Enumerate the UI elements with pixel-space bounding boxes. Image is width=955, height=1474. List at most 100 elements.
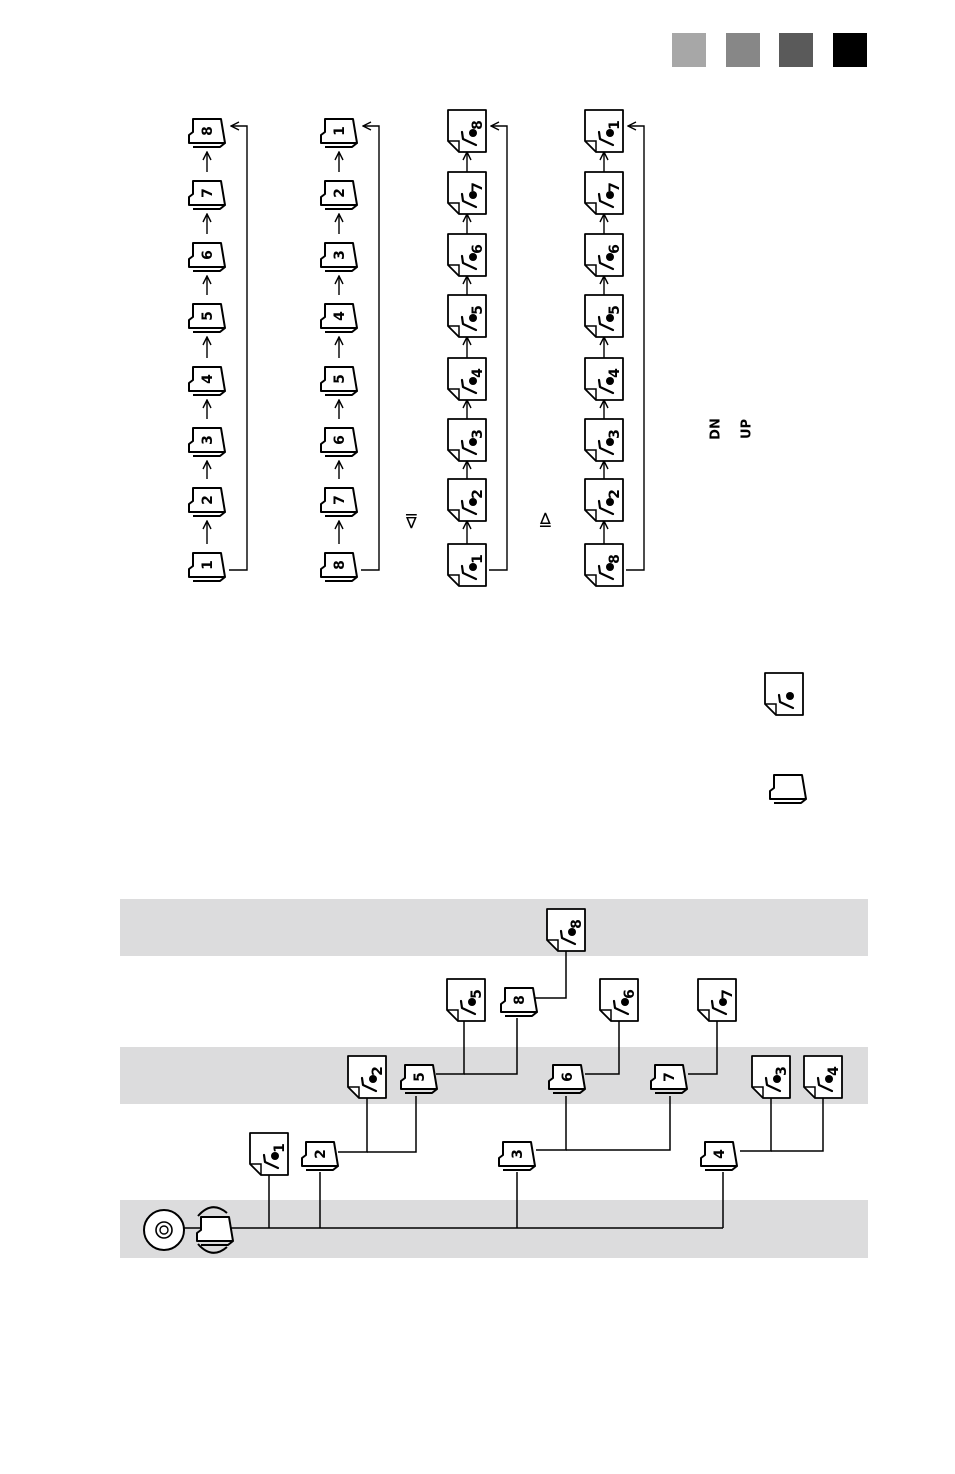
row-item-5: 5 [189, 304, 225, 332]
item-number: 5 [607, 305, 623, 315]
item-number: 2 [332, 188, 348, 198]
item-number: 5 [332, 374, 348, 384]
level-band-2 [120, 1200, 868, 1258]
row-item-7: 2 [321, 181, 357, 209]
row-item-1: 1 [448, 544, 486, 586]
row-item-5: 5 [448, 295, 486, 337]
file-order-forward: 1 2 3 4 5 6 7 8 [448, 110, 507, 586]
item-number: 5 [470, 305, 486, 315]
item-number: 3 [470, 429, 486, 439]
row-item-2: 2 [189, 488, 225, 516]
item-number: 7 [200, 188, 216, 198]
row-item-7: 7 [189, 181, 225, 209]
row-item-5: 5 [585, 295, 623, 337]
tree-level3-node-1: 8 [547, 909, 585, 951]
tree-level1-node-4: 7 [651, 1065, 687, 1093]
row-item-2: 2 [448, 479, 486, 521]
row-item-7: 7 [448, 172, 486, 214]
tree-line [566, 1096, 670, 1150]
tree-line [740, 1096, 771, 1151]
tree-level2-node-1: 5 [447, 979, 485, 1021]
row-item-3: 3 [585, 419, 623, 461]
tree-level0-node-1: 1 [250, 1133, 288, 1175]
row-item-5: 4 [321, 304, 357, 332]
tree-line [536, 1096, 566, 1150]
item-number: 2 [607, 489, 623, 499]
item-number: 8 [569, 919, 585, 929]
file-order-reverse: 8 2 3 4 5 6 7 1 [585, 110, 644, 586]
tree-level2-node-3: 6 [600, 979, 638, 1021]
disc-icon [144, 1210, 184, 1250]
item-number: 6 [622, 989, 638, 999]
row-item-1: 8 [585, 544, 623, 586]
tree-level2-node-2: 8 [501, 988, 537, 1016]
item-number: 3 [774, 1066, 790, 1076]
tree-level1-node-5: 3 [752, 1056, 790, 1098]
item-number: 3 [510, 1149, 526, 1159]
row-item-6: 3 [321, 243, 357, 271]
level-band-0 [120, 899, 868, 956]
item-number: 2 [200, 495, 216, 505]
item-number: 6 [560, 1072, 576, 1082]
item-number: 4 [712, 1149, 728, 1159]
item-number: 8 [332, 560, 348, 570]
item-number: 5 [469, 989, 485, 999]
row-item-4: 4 [585, 358, 623, 400]
row-item-4: 5 [321, 367, 357, 395]
item-number: 3 [200, 435, 216, 445]
item-number: 6 [332, 435, 348, 445]
item-number: 4 [607, 368, 623, 378]
row-item-6: 6 [189, 243, 225, 271]
item-number: 7 [332, 495, 348, 505]
item-number: 7 [607, 182, 623, 192]
row-item-7: 7 [585, 172, 623, 214]
tree-level1-node-2: 5 [401, 1065, 437, 1093]
row-item-4: 4 [448, 358, 486, 400]
item-number: 3 [332, 250, 348, 260]
up-label: UP [740, 419, 755, 439]
item-number: 4 [200, 374, 216, 384]
item-number: 1 [200, 560, 216, 570]
item-number: 8 [512, 995, 528, 1005]
item-number: 6 [470, 244, 486, 254]
row-item-4: 4 [189, 367, 225, 395]
folder-order-down: 8 7 6 5 4 3 2 1 [321, 119, 379, 581]
item-number: 2 [313, 1149, 329, 1159]
item-number: 7 [720, 989, 736, 999]
row-item-8: 8 [189, 119, 225, 147]
item-number: 1 [272, 1143, 288, 1153]
legend-folder-icon [770, 775, 806, 803]
item-number: 6 [200, 250, 216, 260]
loop-return-arrow [489, 126, 507, 570]
row-item-8: 1 [321, 119, 357, 147]
skip-back-icon: ⧏ [401, 512, 422, 530]
item-number: 4 [332, 311, 348, 321]
tree-level0-node-4: 4 [701, 1142, 737, 1170]
tree-line [367, 1096, 416, 1152]
legend-file-icon [765, 673, 803, 715]
row-item-8: 8 [448, 110, 486, 152]
dn-label: DN [709, 418, 724, 440]
folder-order-up: 1 2 3 4 5 6 7 8 [189, 119, 247, 581]
item-number: 8 [607, 554, 623, 564]
row-item-6: 6 [448, 234, 486, 276]
item-number: 8 [470, 120, 486, 130]
item-number: 2 [370, 1066, 386, 1076]
tree-level1-node-3: 6 [549, 1065, 585, 1093]
row-item-2: 2 [585, 479, 623, 521]
item-number: 1 [332, 126, 348, 136]
row-item-3: 3 [189, 428, 225, 456]
item-number: 7 [470, 182, 486, 192]
tree-line [771, 1096, 823, 1151]
tree-line [338, 1096, 367, 1152]
item-number: 2 [470, 489, 486, 499]
loop-return-arrow [229, 126, 247, 570]
item-number: 1 [470, 554, 486, 564]
tree-level2-node-4: 7 [698, 979, 736, 1021]
row-item-3: 6 [321, 428, 357, 456]
row-item-6: 6 [585, 234, 623, 276]
tree-level0-node-2: 2 [302, 1142, 338, 1170]
item-number: 4 [470, 368, 486, 378]
row-item-8: 1 [585, 110, 623, 152]
